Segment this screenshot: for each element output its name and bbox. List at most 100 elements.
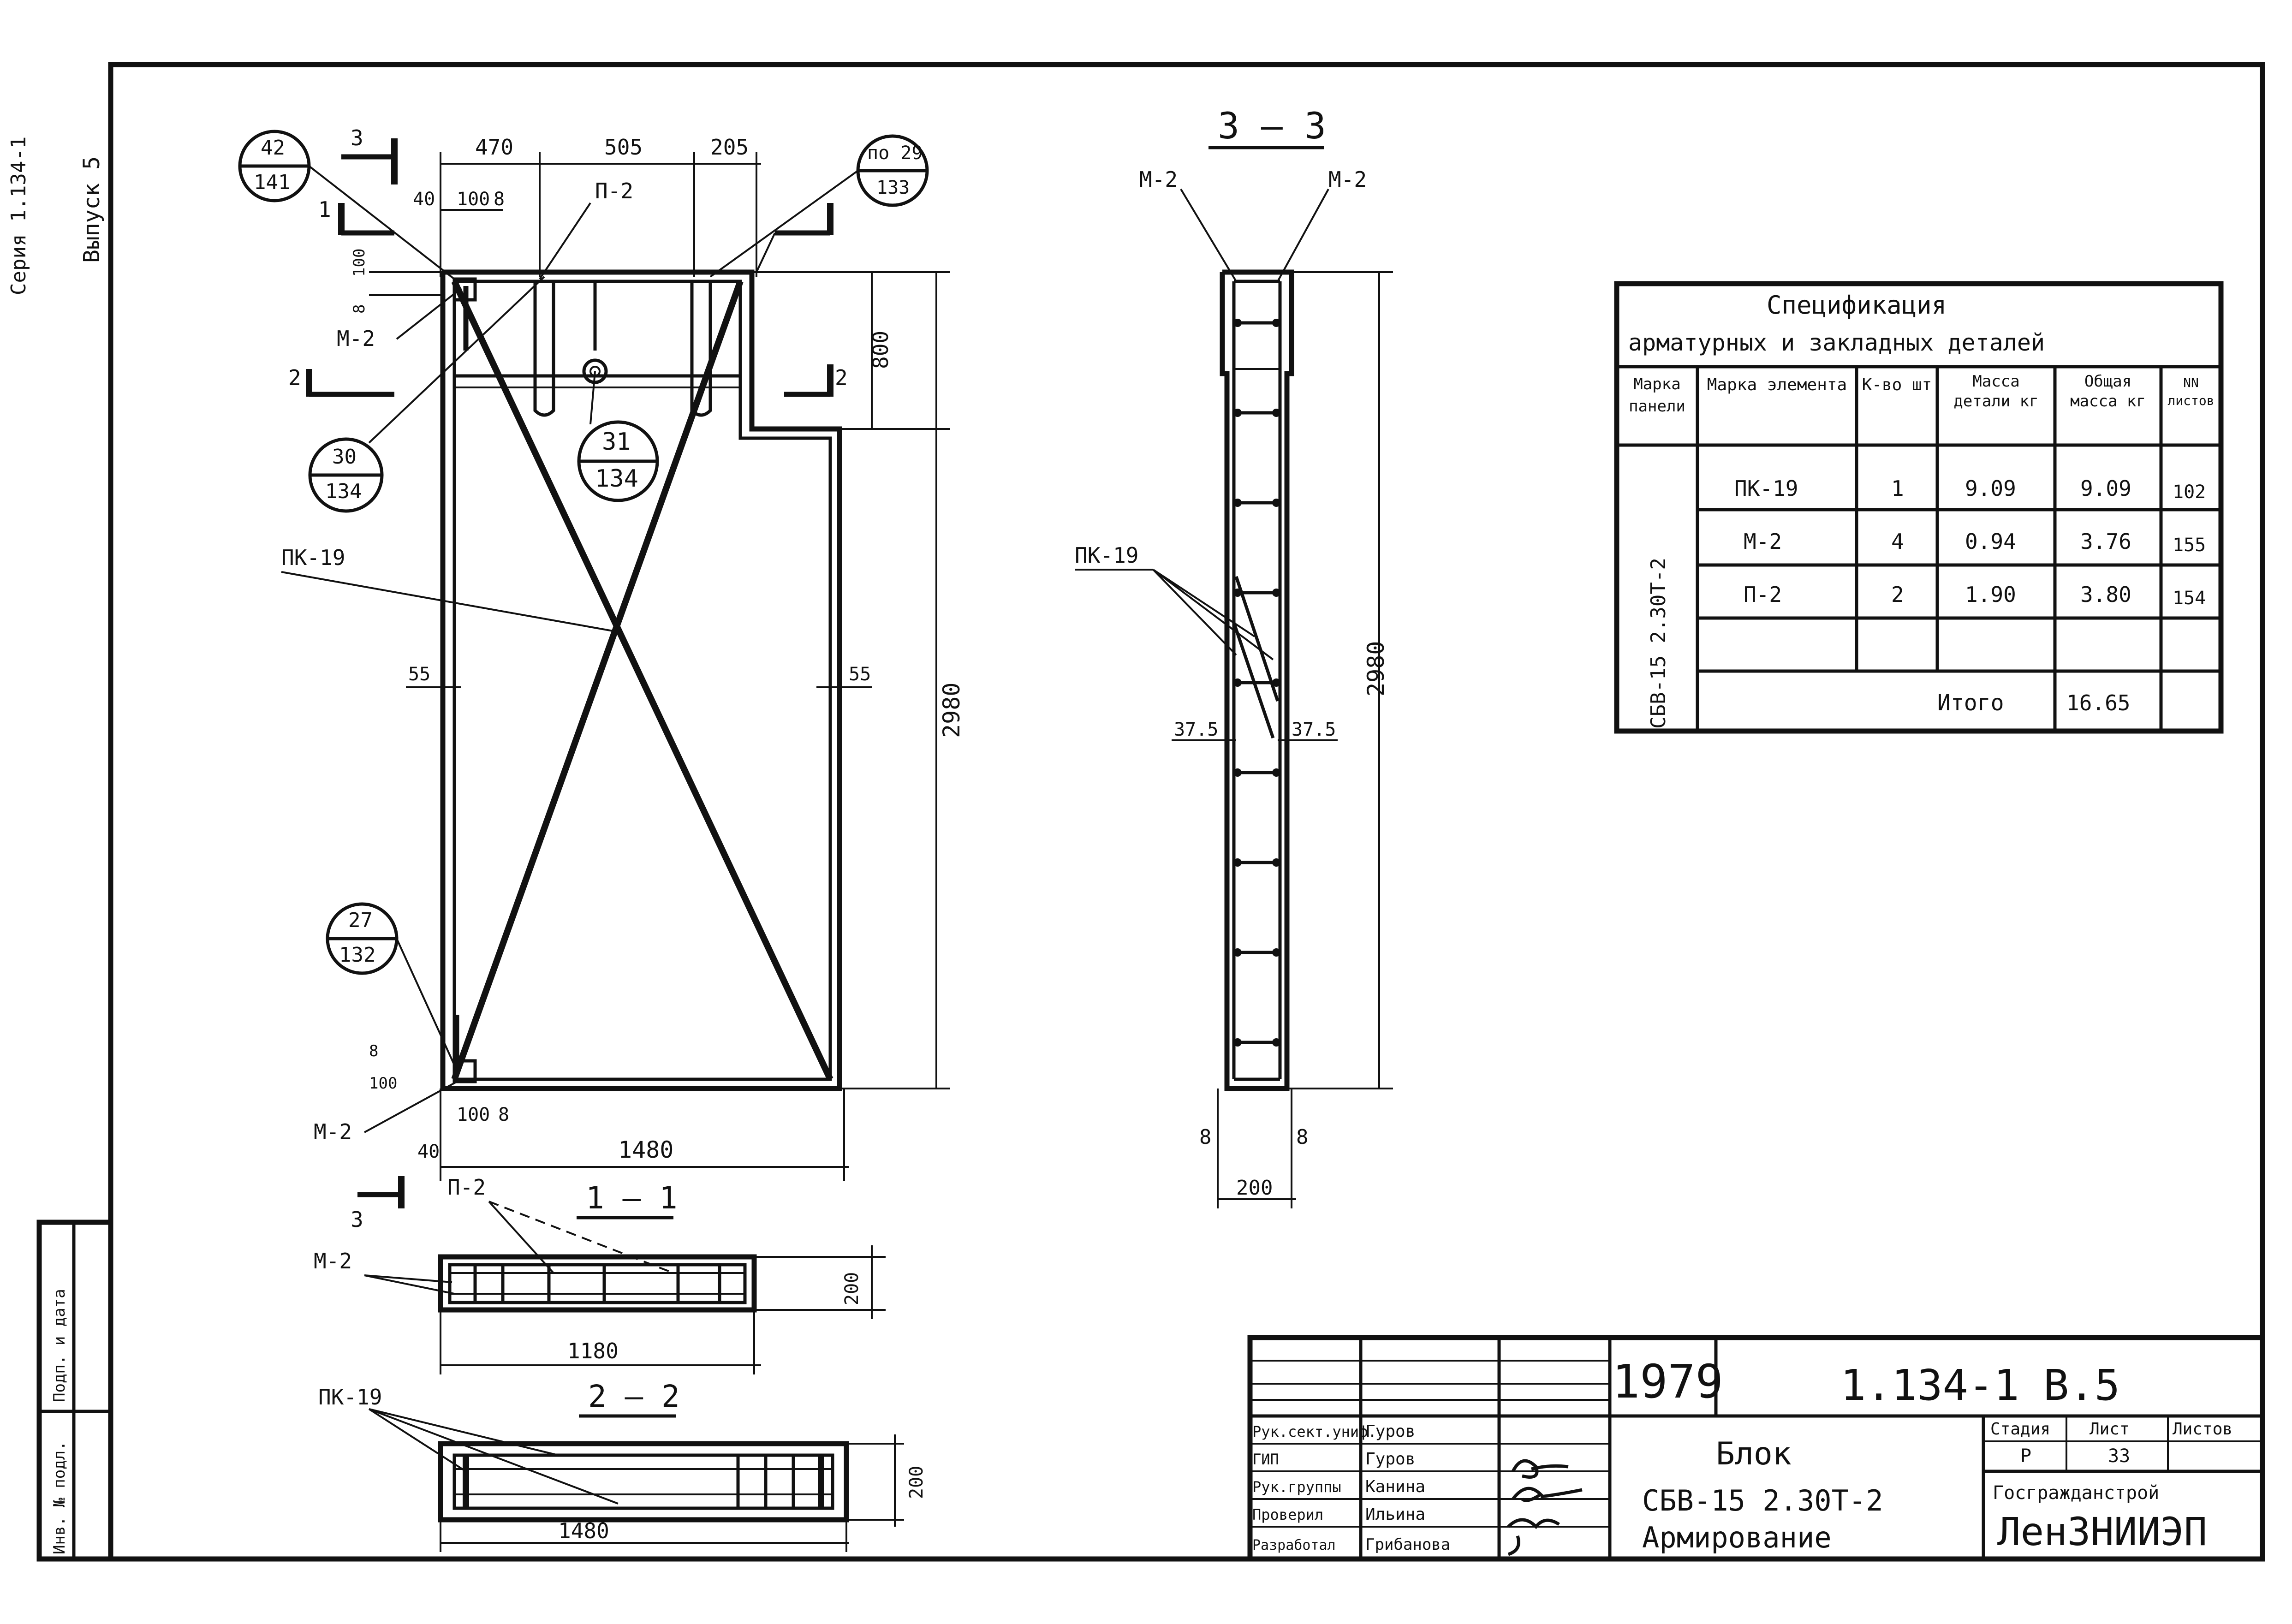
- dim-800-right: 800: [868, 331, 893, 369]
- staff-name: Канина: [1365, 1477, 1425, 1496]
- dim-8-33-right: 8: [1296, 1125, 1309, 1149]
- callout-bubble: 31 134: [577, 371, 659, 502]
- spec-row-qty: 1: [1891, 476, 1904, 501]
- title-code: 1.134-1: [1840, 1361, 2019, 1410]
- stamp-sign-label: Подп. и дата: [50, 1289, 69, 1402]
- staff-name: Ильина: [1365, 1505, 1425, 1524]
- spec-row-total: 3.80: [2080, 582, 2131, 607]
- label-m2-11: М-2: [314, 1249, 352, 1273]
- svg-text:27: 27: [348, 909, 373, 932]
- rebar-dot: [1233, 678, 1242, 687]
- right-dimensions: 800 2980: [752, 271, 965, 1089]
- section-3-3-stirrups: [1233, 319, 1280, 1047]
- marker-3-top: 3: [351, 125, 363, 150]
- spec-title-2: арматурных и закладных деталей: [1628, 329, 2045, 356]
- rebar-dot: [1233, 319, 1242, 327]
- svg-text:134: 134: [325, 480, 362, 503]
- label-m2-33-left: М-2: [1139, 167, 1178, 192]
- callout-bubble: 27 132: [326, 902, 458, 1071]
- section-2-2-title: 2 — 2: [588, 1379, 680, 1414]
- title-year: 1979: [1612, 1355, 1723, 1409]
- rebar-dot: [1233, 589, 1242, 597]
- label-p2-top: П-2: [595, 178, 633, 203]
- top-dimensions: 470 505 205 40 100 8: [413, 135, 761, 277]
- main-elevation: [440, 269, 842, 1091]
- dim-55-right: 55: [849, 664, 871, 685]
- title-name-3: Армирование: [1642, 1521, 1832, 1554]
- marker-1-left: 1: [318, 197, 331, 222]
- spec-header-unit-mass: Масса детали кг: [1953, 372, 2039, 410]
- section-2-2-view: [438, 1441, 849, 1523]
- spec-total-label: Итого: [1937, 690, 2004, 716]
- rebar-dot: [1272, 858, 1280, 867]
- svg-text:134: 134: [595, 465, 638, 493]
- bottom-dimensions: 1480 40 100 8 100 8: [369, 1042, 849, 1181]
- dim-8-33-left: 8: [1199, 1125, 1212, 1149]
- spec-row-total: 3.76: [2080, 529, 2131, 554]
- dim-8-bottom: 8: [498, 1104, 509, 1125]
- staff-role: Разработал: [1252, 1537, 1336, 1553]
- label-m2-bottom: М-2: [314, 1119, 352, 1144]
- rebar-dot: [1272, 678, 1280, 687]
- rebar-dot: [1233, 1038, 1242, 1047]
- spec-row-element: ПК-19: [1734, 476, 1798, 501]
- title-stage: Р: [2020, 1446, 2031, 1467]
- spec-header-sheets: NN листов: [2167, 375, 2215, 409]
- rebar-dot: [1233, 768, 1242, 777]
- rebar-dot: [1272, 948, 1280, 957]
- title-sheet: 33: [2108, 1446, 2130, 1467]
- dim-37-5-right: 37.5: [1292, 719, 1336, 740]
- dim-505: 505: [604, 135, 643, 160]
- staff-name: Гуров: [1365, 1450, 1415, 1469]
- spec-row-unit: 0.94: [1965, 529, 2016, 554]
- title-stage-header: Стадия: [1990, 1420, 2050, 1439]
- svg-text:30: 30: [332, 445, 357, 469]
- spec-header-qty: К-во шт: [1862, 375, 1932, 394]
- dim-1480-22: 1480: [558, 1518, 609, 1543]
- section-3-3-title: 3 – 3: [1218, 106, 1326, 147]
- dim-100-top: 100: [457, 189, 490, 210]
- spec-row-sheet: 102: [2173, 482, 2206, 503]
- dim-200-33: 200: [1236, 1176, 1273, 1200]
- staff-role: ГИП: [1252, 1451, 1279, 1468]
- rebar-dot: [1272, 409, 1280, 417]
- stamp-inv-label: Инв. № подл.: [50, 1441, 69, 1554]
- label-m2-top: М-2: [337, 326, 375, 351]
- series-label: Серия 1.134-1: [7, 137, 30, 295]
- spec-panel-mark: СБВ-15 2.30Т-2: [1647, 558, 1670, 729]
- spec-total-value: 16.65: [2066, 690, 2130, 715]
- dim-200-22: 200: [906, 1466, 927, 1499]
- label-pk19-main: ПК-19: [281, 545, 345, 570]
- title-block: 1979 1.134-1 В.5 Блок СБВ-15 2.30Т-2 Арм…: [1247, 1335, 2265, 1562]
- label-m2-33-right: М-2: [1328, 167, 1367, 192]
- spec-header-panel: Марка панели: [1629, 375, 1685, 416]
- spec-row-sheet: 155: [2173, 535, 2206, 556]
- title-org-1: Госгражданстрой: [1993, 1482, 2159, 1504]
- svg-text:31: 31: [602, 428, 631, 456]
- dim-470: 470: [475, 135, 513, 160]
- spec-row-unit: 9.09: [1965, 476, 2016, 501]
- svg-text:133: 133: [876, 177, 910, 198]
- rebar-dot: [1272, 499, 1280, 507]
- dim-40-top: 40: [413, 189, 435, 210]
- section-1-1-title: 1 — 1: [586, 1180, 678, 1216]
- marker-2-right: 2: [835, 365, 848, 390]
- rebar-dot: [1233, 858, 1242, 867]
- dim-40-bottom: 40: [417, 1141, 440, 1162]
- label-p2-11: П-2: [447, 1175, 486, 1200]
- callout-bubble: 30 134: [308, 276, 545, 513]
- rebar-dot: [1272, 768, 1280, 777]
- rebar-dot: [1233, 409, 1242, 417]
- staff-name: Грибанова: [1365, 1535, 1450, 1554]
- dim-2980-right: 2980: [938, 683, 965, 738]
- dim-100-bl: 100: [369, 1074, 397, 1093]
- dim-8-top: 8: [494, 189, 505, 210]
- dim-200-11: 200: [841, 1272, 863, 1305]
- title-name-1: Блок: [1716, 1436, 1792, 1472]
- sheet-frame: [108, 62, 2265, 1562]
- dim-37-5-left: 37.5: [1174, 719, 1218, 740]
- staff-name: Гуров: [1365, 1422, 1415, 1441]
- issue-label: Выпуск 5: [79, 156, 105, 263]
- dim-205: 205: [710, 135, 749, 160]
